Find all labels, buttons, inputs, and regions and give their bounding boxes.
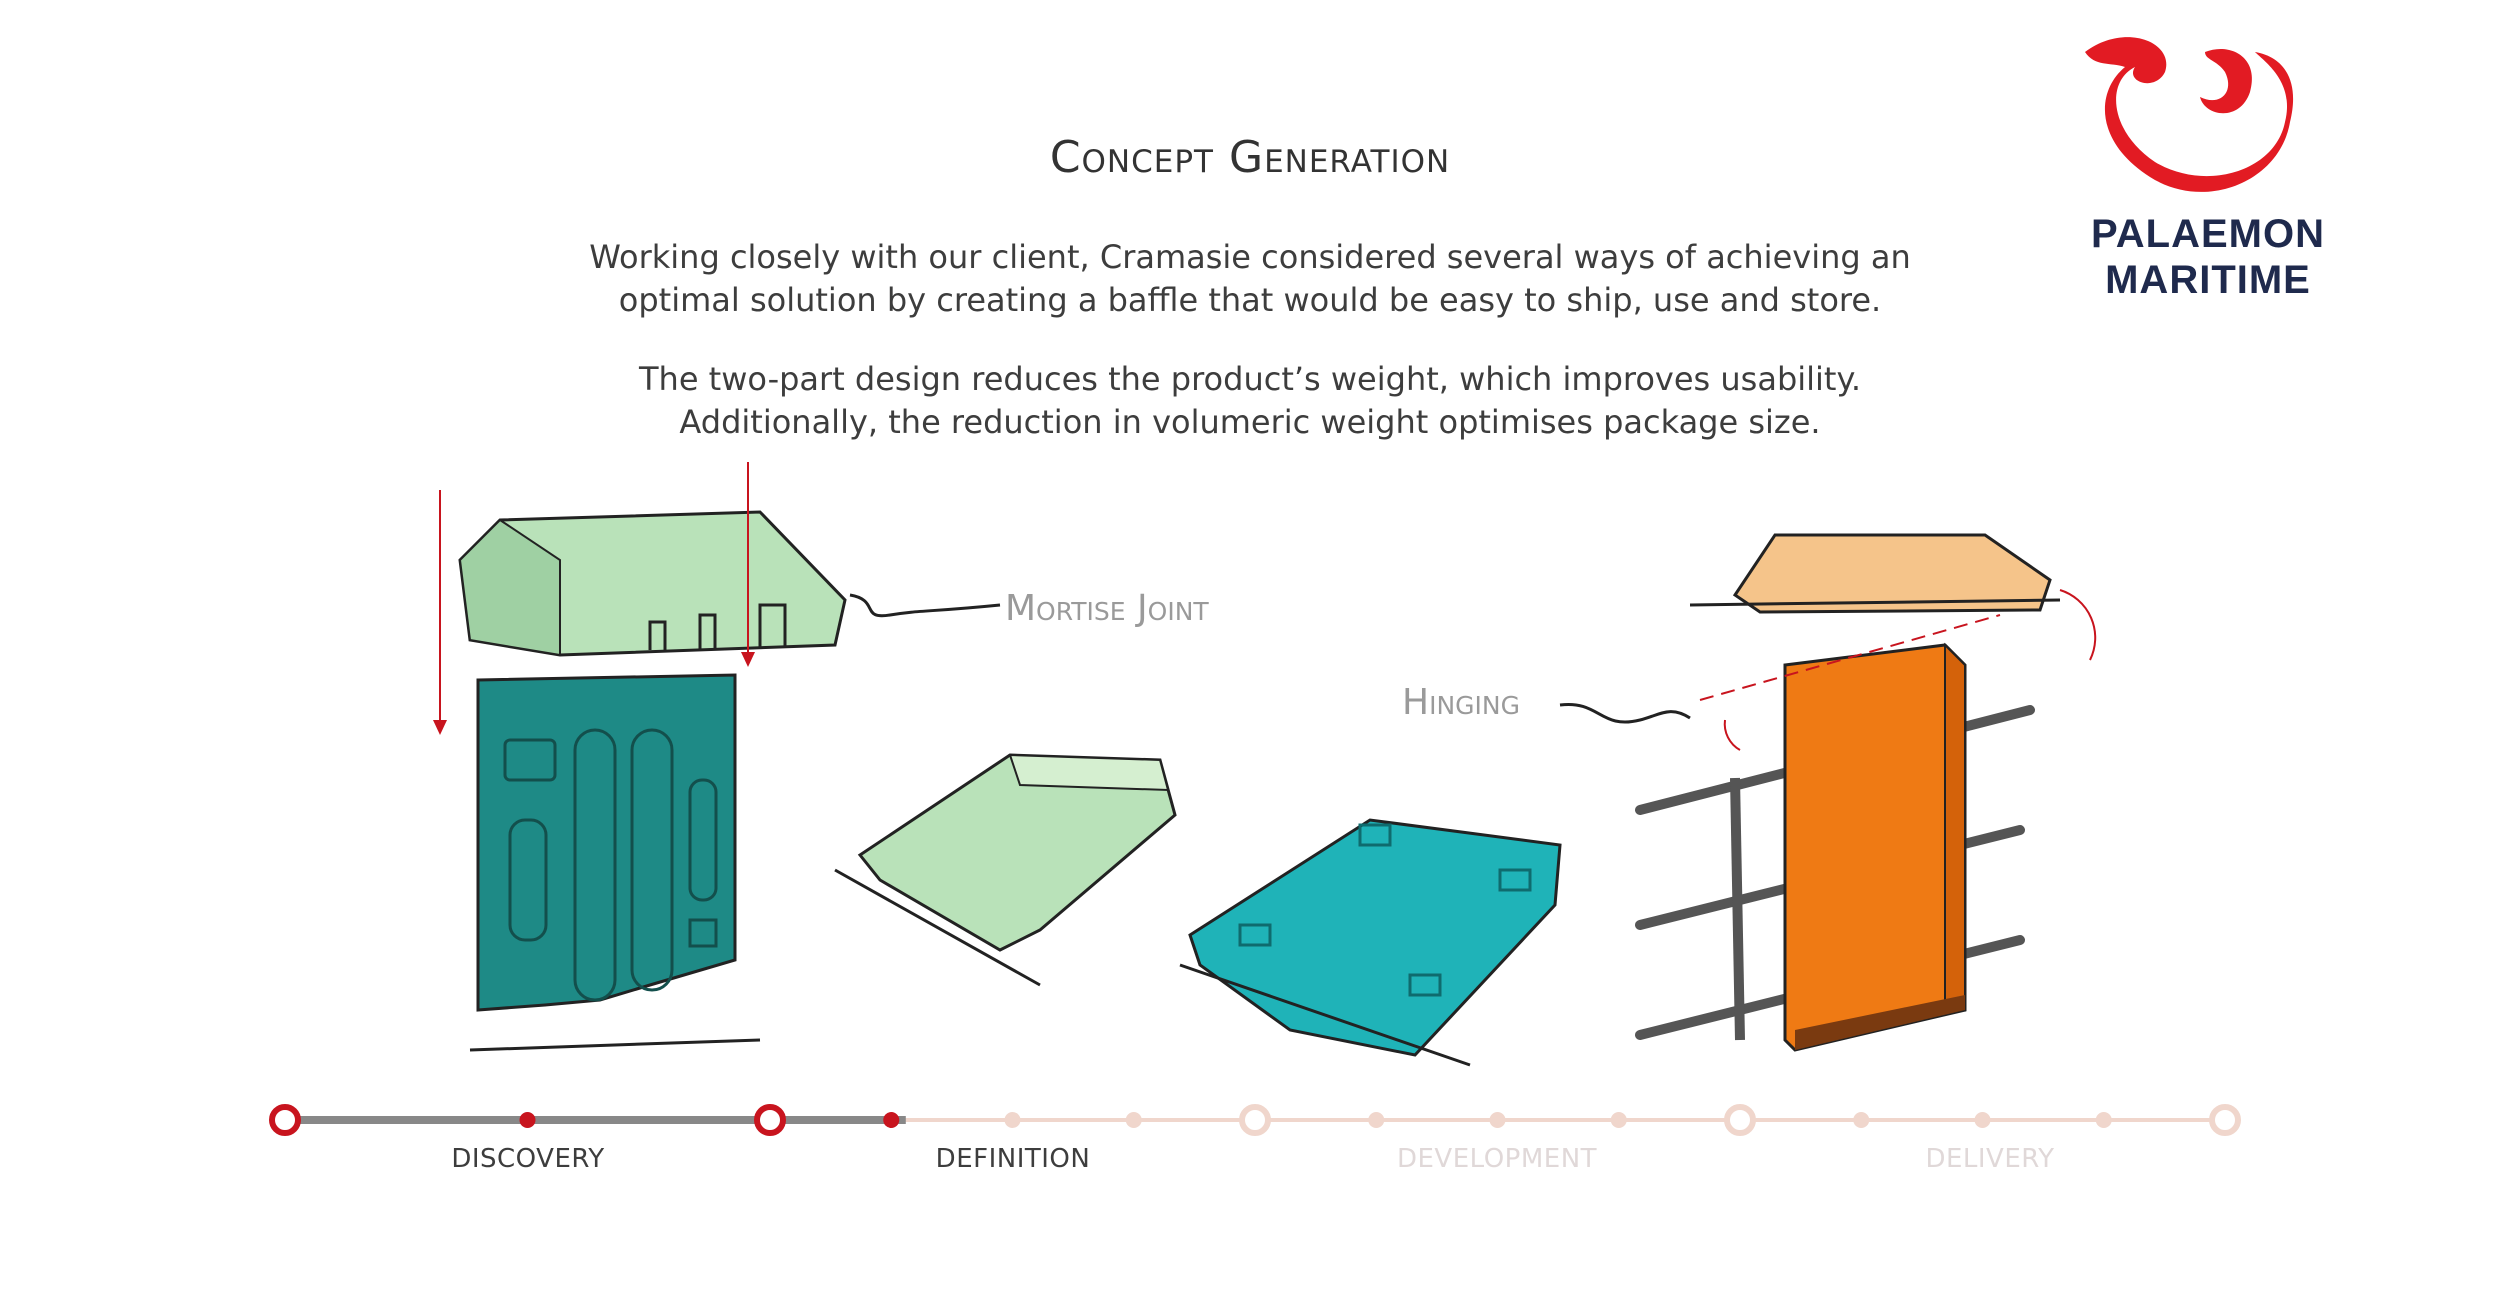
timeline-milestone — [2209, 1104, 2241, 1136]
timeline-step-dot — [1489, 1112, 1506, 1128]
intro-line-2: optimal solution by creating a baffle th… — [618, 281, 1882, 319]
timeline-step-dot — [1368, 1112, 1385, 1128]
teal-flat-panel-sketch — [1179, 818, 1562, 1067]
intro-line-4: Additionally, the reduction in volumeric… — [679, 403, 1821, 441]
stage-development: DEVELOPMENT — [1396, 1144, 1598, 1174]
timeline-step-dot — [1974, 1112, 1991, 1128]
mortise-joint-label: Mortise Joint — [1005, 588, 1209, 629]
timeline-milestone — [1724, 1104, 1756, 1136]
stage-delivery: DELIVERY — [1925, 1144, 2055, 1174]
green-cap-sketch — [433, 462, 847, 735]
brand-name-line-1: PALAEMON — [2091, 212, 2325, 256]
green-cap-flat-sketch — [834, 753, 1177, 987]
page-title: Concept Generation — [1049, 132, 1451, 183]
timeline-step-dot — [1125, 1112, 1142, 1128]
palaemon-logo-icon — [2085, 37, 2294, 192]
intro-paragraph-1: Working closely with our client, Cramasi… — [0, 236, 2500, 322]
hinging-label: Hinging — [1402, 682, 1520, 723]
timeline-milestone — [1239, 1104, 1271, 1136]
teal-panel-sketch — [469, 673, 761, 1052]
timeline-step-dot — [1004, 1112, 1021, 1128]
timeline-milestone — [754, 1104, 786, 1136]
timeline-step-dot — [2095, 1112, 2112, 1128]
intro-line-3: The two-part design reduces the product’… — [638, 360, 1862, 398]
hinged-baffle-sketch — [1635, 533, 2097, 1052]
timeline-step-dot — [1610, 1112, 1627, 1128]
timeline-step-dot — [519, 1112, 536, 1128]
timeline-step-dot — [1853, 1112, 1870, 1128]
intro-line-1: Working closely with our client, Cramasi… — [589, 238, 1911, 276]
timeline-milestone — [269, 1104, 301, 1136]
timeline — [269, 1104, 2241, 1136]
intro-paragraph-2: The two-part design reduces the product’… — [0, 358, 2500, 444]
timeline-step-dot — [883, 1112, 900, 1128]
stage-definition: DEFINITION — [935, 1144, 1091, 1174]
brand-name-line-2: MARITIME — [2105, 258, 2311, 302]
stage-discovery: DISCOVERY — [451, 1144, 605, 1174]
